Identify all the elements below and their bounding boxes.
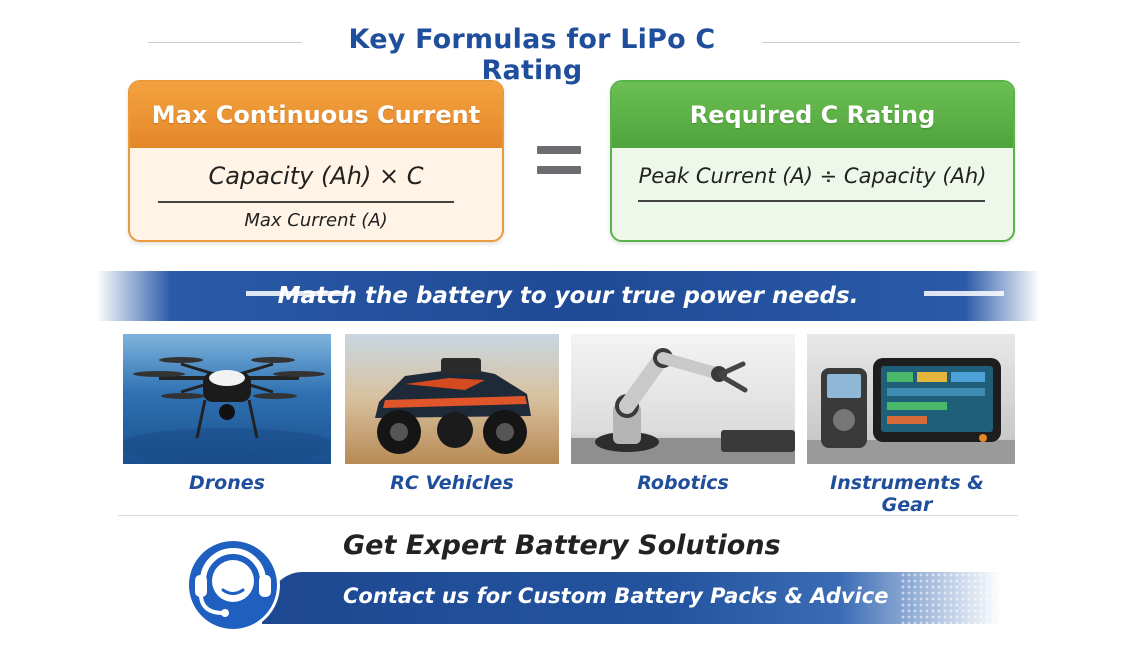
card-heading: Required C Rating xyxy=(612,82,1013,148)
required-c-rating-card: Required C Rating Peak Current (A) ÷ Cap… xyxy=(610,80,1015,242)
title-divider-left xyxy=(148,42,302,43)
formula-numerator: Capacity (Ah) × C xyxy=(208,162,424,190)
banner-streak-right xyxy=(924,291,1004,296)
banner-streak-left xyxy=(246,291,346,296)
title-row: Key Formulas for LiPo C Rating xyxy=(0,22,1134,86)
drone-image xyxy=(123,334,331,464)
section-divider xyxy=(118,515,1018,516)
banner-tagline: Match the battery to your true power nee… xyxy=(277,283,859,309)
instruments-image xyxy=(807,334,1015,464)
contact-title: Get Expert Battery Solutions xyxy=(343,530,781,561)
title-divider-right xyxy=(762,42,1020,43)
formula-body: Capacity (Ah) × C Max Current (A) xyxy=(130,148,502,240)
app-label-drones: Drones xyxy=(189,472,265,494)
fraction-line xyxy=(158,201,454,203)
card-heading: Max Continuous Current xyxy=(130,82,502,148)
formula-body: Peak Current (A) ÷ Capacity (Ah) xyxy=(612,148,1013,240)
headset-support-icon xyxy=(183,535,283,635)
app-label-instruments-gear: Instruments & Gear xyxy=(830,472,984,516)
rc-car-image xyxy=(345,334,559,464)
tagline-banner: Match the battery to your true power nee… xyxy=(96,271,1040,321)
formula-expression: Peak Current (A) ÷ Capacity (Ah) xyxy=(638,164,987,188)
app-label-robotics: Robotics xyxy=(637,472,729,494)
max-continuous-current-card: Max Continuous Current Capacity (Ah) × C… xyxy=(128,80,504,242)
equals-icon xyxy=(537,146,581,176)
underline xyxy=(638,200,985,202)
page-title: Key Formulas for LiPo C Rating xyxy=(348,24,716,86)
app-label-rc-vehicles: RC Vehicles xyxy=(390,472,514,494)
robot-arm-image xyxy=(571,334,795,464)
contact-bar[interactable] xyxy=(262,572,1002,624)
formula-denominator: Max Current (A) xyxy=(244,210,388,231)
contact-link[interactable]: Contact us for Custom Battery Packs & Ad… xyxy=(343,584,889,608)
dot-pattern xyxy=(900,572,1000,624)
